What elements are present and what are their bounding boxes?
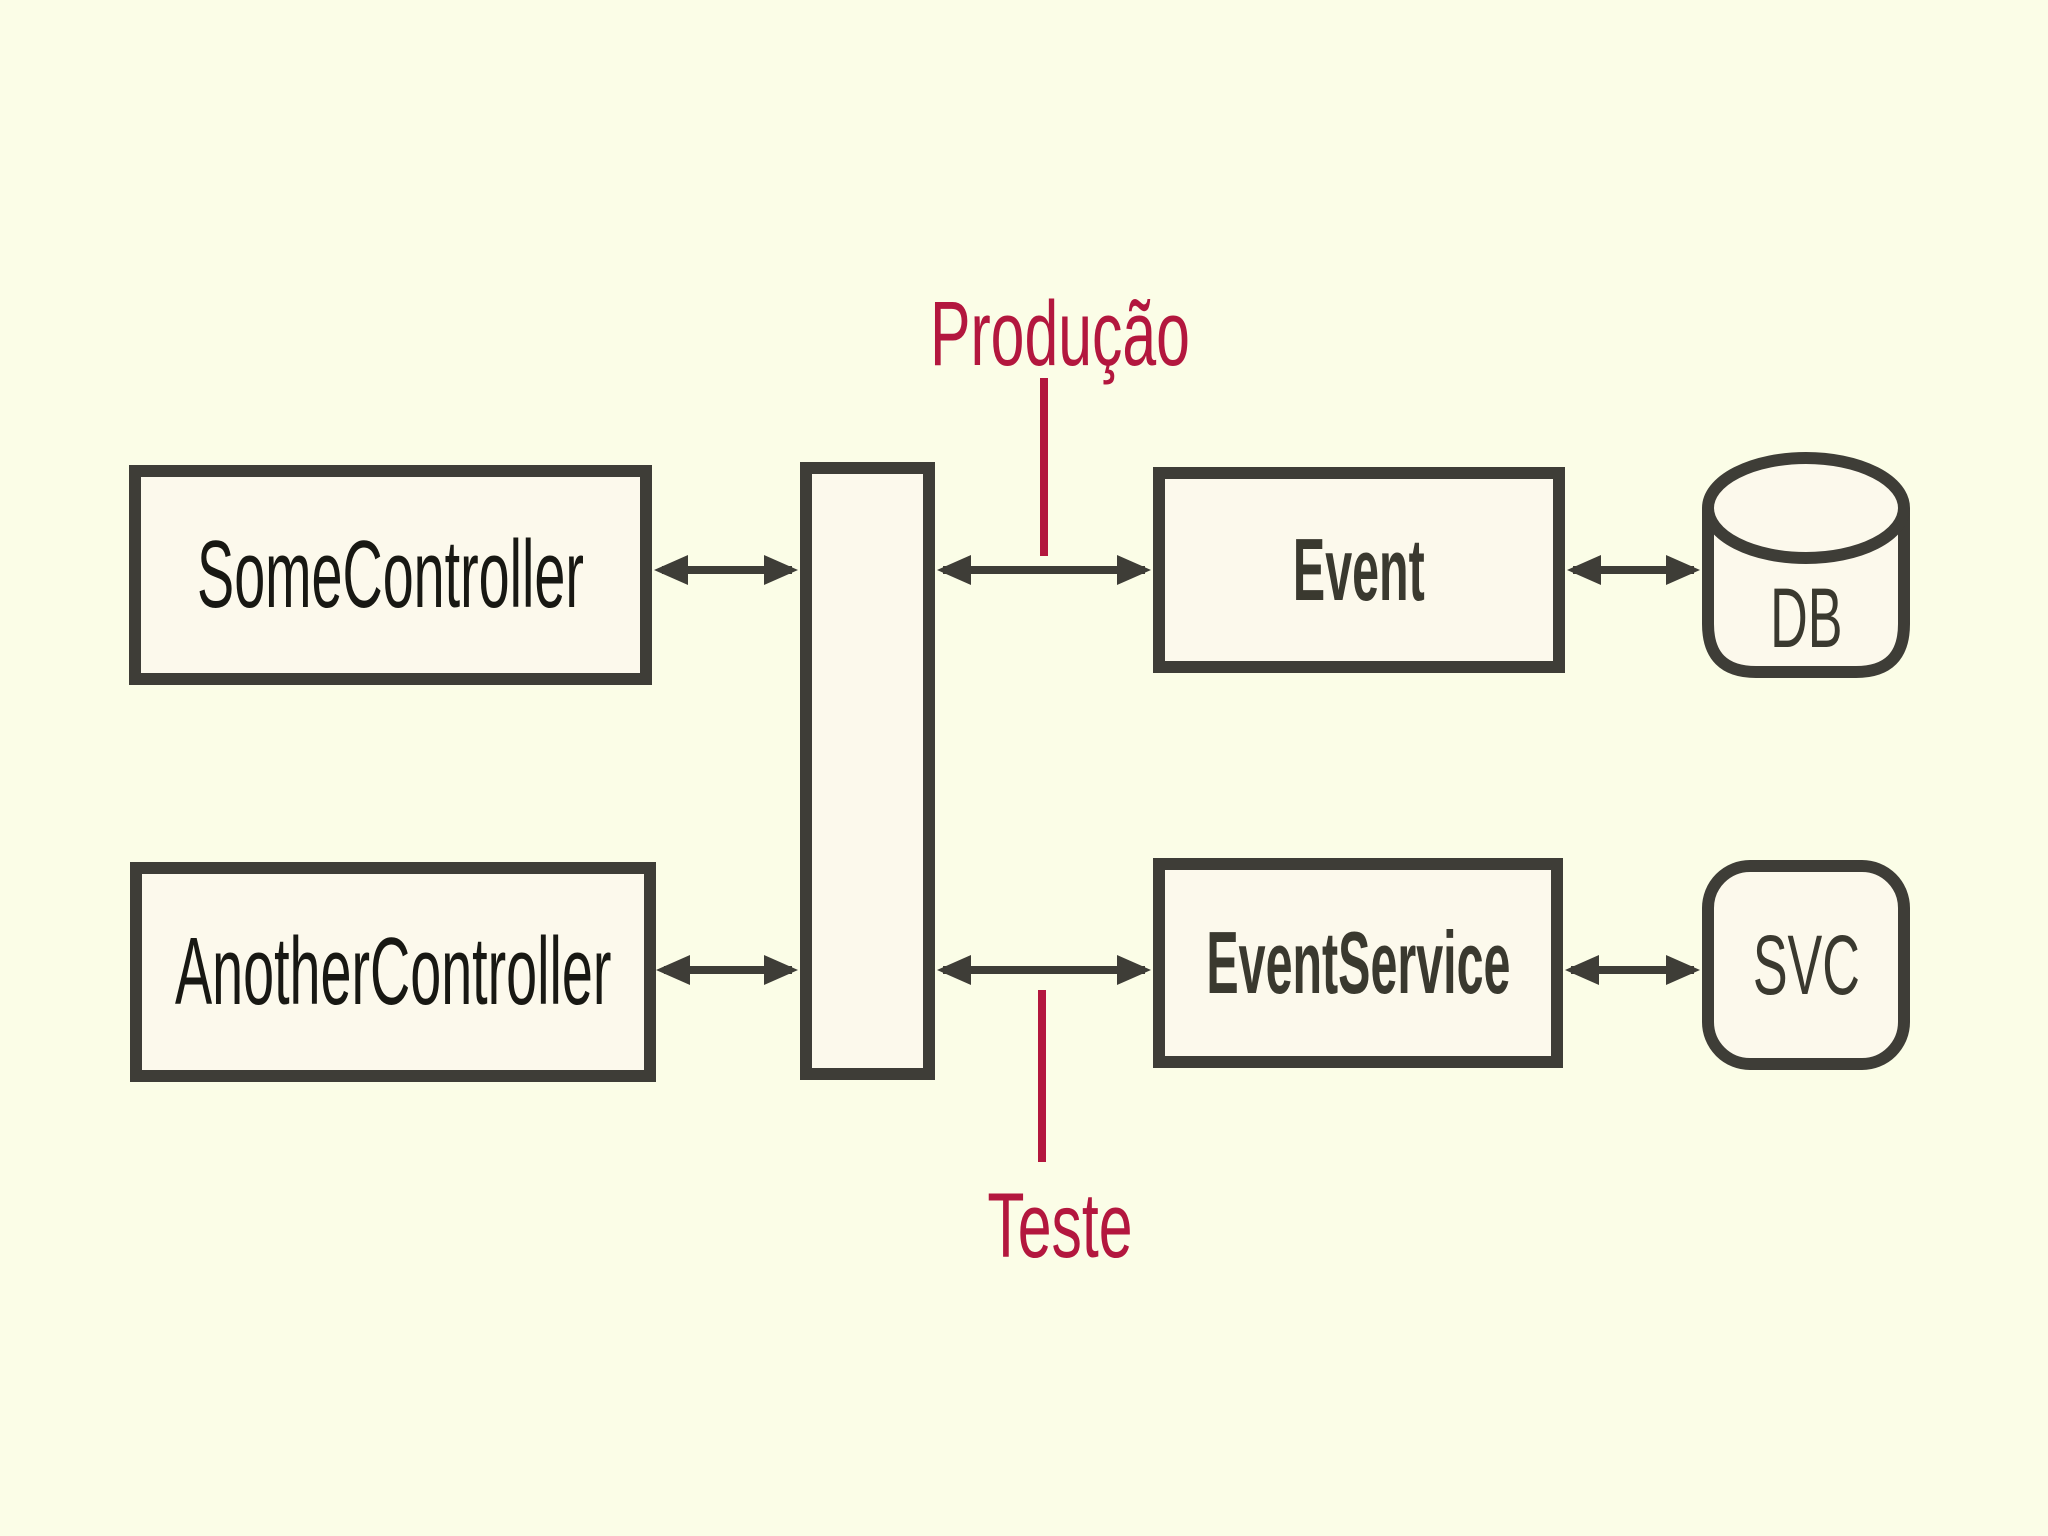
svc-label: SVC — [1752, 918, 1860, 1012]
node-event-service: EventService — [1153, 858, 1563, 1068]
node-svc: SVC — [1702, 860, 1910, 1070]
arrow-anothercontroller-bus — [656, 955, 798, 985]
some-controller-label: SomeController — [197, 521, 584, 628]
arrow-eventservice-svc — [1565, 955, 1700, 985]
arrow-somecontroller-bus — [654, 555, 798, 585]
node-some-controller: SomeController — [129, 465, 652, 685]
database-cylinder-icon — [1702, 452, 1910, 678]
producao-label: Produção — [860, 288, 1260, 380]
node-another-controller: AnotherController — [130, 862, 656, 1082]
arrow-bus-event — [937, 555, 1151, 585]
teste-label: Teste — [860, 1180, 1260, 1272]
event-label: Event — [1293, 520, 1425, 619]
another-controller-label: AnotherController — [174, 918, 612, 1025]
producao-label-text: Produção — [930, 283, 1190, 385]
node-message-bus — [800, 462, 935, 1080]
node-db: DB — [1700, 448, 1912, 684]
arrow-event-db — [1567, 555, 1700, 585]
event-service-label: EventService — [1205, 913, 1511, 1012]
teste-label-text: Teste — [987, 1175, 1133, 1277]
arrow-bus-eventservice — [937, 955, 1151, 985]
db-label: DB — [1769, 571, 1843, 665]
node-event: Event — [1153, 467, 1565, 673]
